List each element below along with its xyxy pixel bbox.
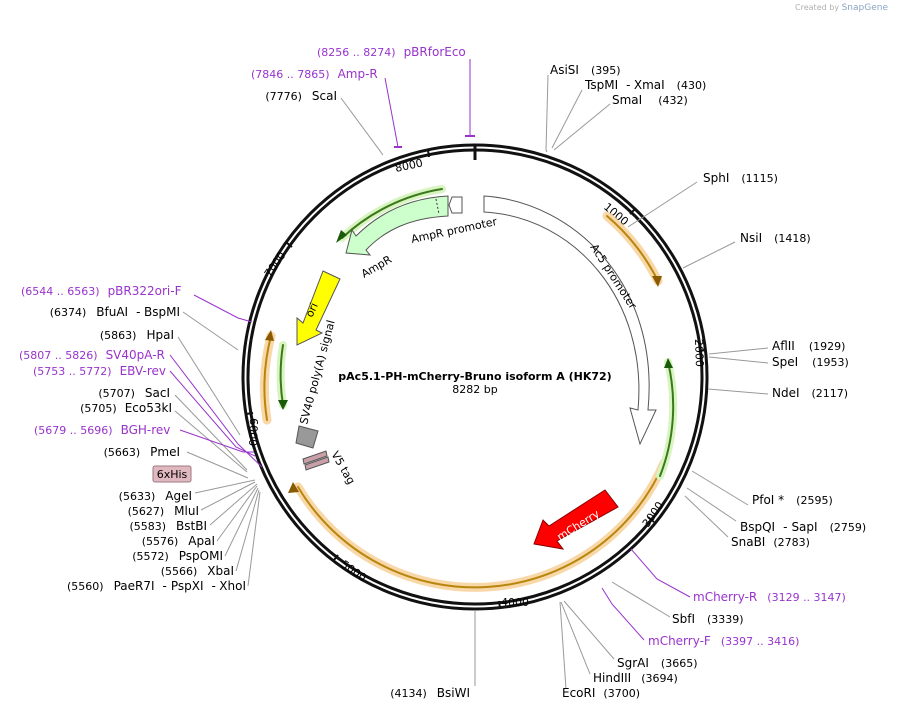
site-bstbi: (5583)BstBI: [129, 519, 207, 533]
gene-arc-1-arrow: [336, 230, 347, 243]
site-sgrai: SgrAI(3665): [617, 656, 698, 670]
tick-label-4000: 4000: [501, 596, 529, 609]
primer-leaders: [169, 59, 691, 641]
site-smai: SmaI(432): [612, 93, 688, 107]
map-title: pAc5.1-PH-mCherry-Bruno isoform A (HK72): [338, 370, 611, 383]
site-ndei: NdeI(2117): [772, 386, 848, 400]
site-agei: (5633)AgeI: [119, 489, 192, 503]
tick-label-2000: 2000: [692, 339, 706, 367]
site-sphi: SphI(1115): [703, 171, 778, 185]
insert-arc-2-arrow: [288, 482, 299, 493]
site-pfoi: PfoI *(2595): [752, 493, 833, 507]
site-paer7i-pspxi-xhoi: (5560)PaeR7I-PspXI-XhoI: [67, 579, 246, 593]
site-pmei: (5663)PmeI: [104, 445, 180, 459]
feature-ampr: [345, 195, 449, 256]
site-asisi: AsiSI(395): [550, 63, 621, 77]
tick-3000: [647, 516, 655, 523]
site-labels: AsiSI(395) TspMI-XmaI(430) SmaI(432) Sph…: [550, 63, 866, 700]
insert-arc-3-arrow: [265, 330, 274, 341]
site-mlui: (5627)MluI: [128, 504, 199, 518]
site-hindiii: HindIII(3694): [593, 671, 678, 685]
site-bsiwi: (4134)BsiWI: [390, 686, 470, 700]
feature-amp-promoter: [448, 196, 463, 214]
site-eco53ki: (5705)Eco53kI: [80, 401, 172, 415]
gene-arc-2-arrow: [664, 358, 673, 368]
site-saci: (5707)SacI: [98, 386, 170, 400]
tick-4000: [498, 600, 501, 609]
tick-7000: [286, 242, 293, 248]
feature-sv40: [295, 425, 319, 449]
feature-ori: [296, 270, 341, 346]
tick-5000: [333, 554, 339, 561]
site-leaders: [174, 74, 769, 690]
site-sbfi: SbfI(3339): [672, 612, 744, 626]
site-bfuai-bspmi: (6374)BfuAI-BspMI: [50, 305, 180, 319]
map-length: 8282 bp: [452, 383, 497, 396]
site-tspmi-xmai: TspMI-XmaI(430): [584, 78, 706, 92]
his-tag-box: [152, 465, 192, 483]
primer-labels: (8256 .. 8274)pBRforEco (7846 .. 7865)Am…: [19, 45, 846, 648]
primer-mcherry-r: mCherry-R(3129 .. 3147): [693, 590, 846, 604]
primer-pbrforeco: (8256 .. 8274)pBRforEco: [317, 45, 466, 59]
site-snabi: SnaBI(2783): [731, 535, 810, 549]
site-ecori: EcoRI(3700): [562, 686, 640, 700]
primer-bgh-rev: (5679 .. 5696)BGH-rev: [34, 423, 170, 437]
snapgene-logo: SnapGene: [841, 3, 888, 13]
site-pspomi: (5572)PspOMI: [132, 549, 223, 563]
site-aflii: AflII(1929): [772, 339, 845, 353]
primer-pbr322ori-f: (6544 .. 6563)pBR322ori-F: [21, 284, 182, 298]
label-ampr: AmpR: [359, 253, 394, 281]
feature-v5: [302, 450, 328, 465]
gene-arc-3-arrow: [278, 400, 288, 410]
snapgene-credit: Created by SnapGene: [795, 3, 888, 13]
tick-1000: [629, 208, 636, 215]
tick-label-8000: 8000: [394, 156, 424, 175]
label-v5: V5 tag: [328, 449, 357, 487]
tick-label-6000: 6000: [246, 418, 260, 446]
site-nsii: NsiI(1418): [740, 231, 811, 245]
label-ac5: Ac5 promoter: [587, 242, 639, 312]
tick-8000: [427, 149, 430, 158]
feature-ac5: [483, 195, 657, 446]
tick-6000: [245, 412, 254, 415]
primer-mcherry-f: mCherry-F(3397 .. 3416): [648, 634, 799, 648]
primer-sv40pa-r: (5807 .. 5826)SV40pA-R: [19, 348, 165, 362]
credit-prefix: Created by: [795, 3, 840, 12]
site-bspqi-sapi: BspQI-SapI(2759): [740, 520, 866, 534]
site-scai: (7776)ScaI: [265, 89, 337, 103]
label-ori: ori: [303, 301, 321, 319]
primer-amp-r: (7846 .. 7865)Amp-R: [251, 67, 378, 81]
tick-2000: [698, 349, 707, 352]
site-xbai: (5566)XbaI: [161, 564, 234, 578]
site-hpai: (5863)HpaI: [100, 328, 174, 342]
site-spei: SpeI(1953): [772, 355, 849, 369]
site-apai: (5576)ApaI: [142, 534, 215, 548]
site-labels-left: (4134)BsiWI (7776)ScaI (6374)BfuAI-BspMI…: [50, 89, 470, 700]
primer-ebv-rev: (5753 .. 5772)EBV-rev: [33, 364, 166, 378]
label-his: 6xHis: [157, 468, 188, 481]
insert-arcs: [259, 211, 669, 592]
insert-arc-1-arrow: [652, 276, 662, 287]
feature-mcherry: [533, 489, 619, 550]
tick-marks: [245, 145, 707, 609]
